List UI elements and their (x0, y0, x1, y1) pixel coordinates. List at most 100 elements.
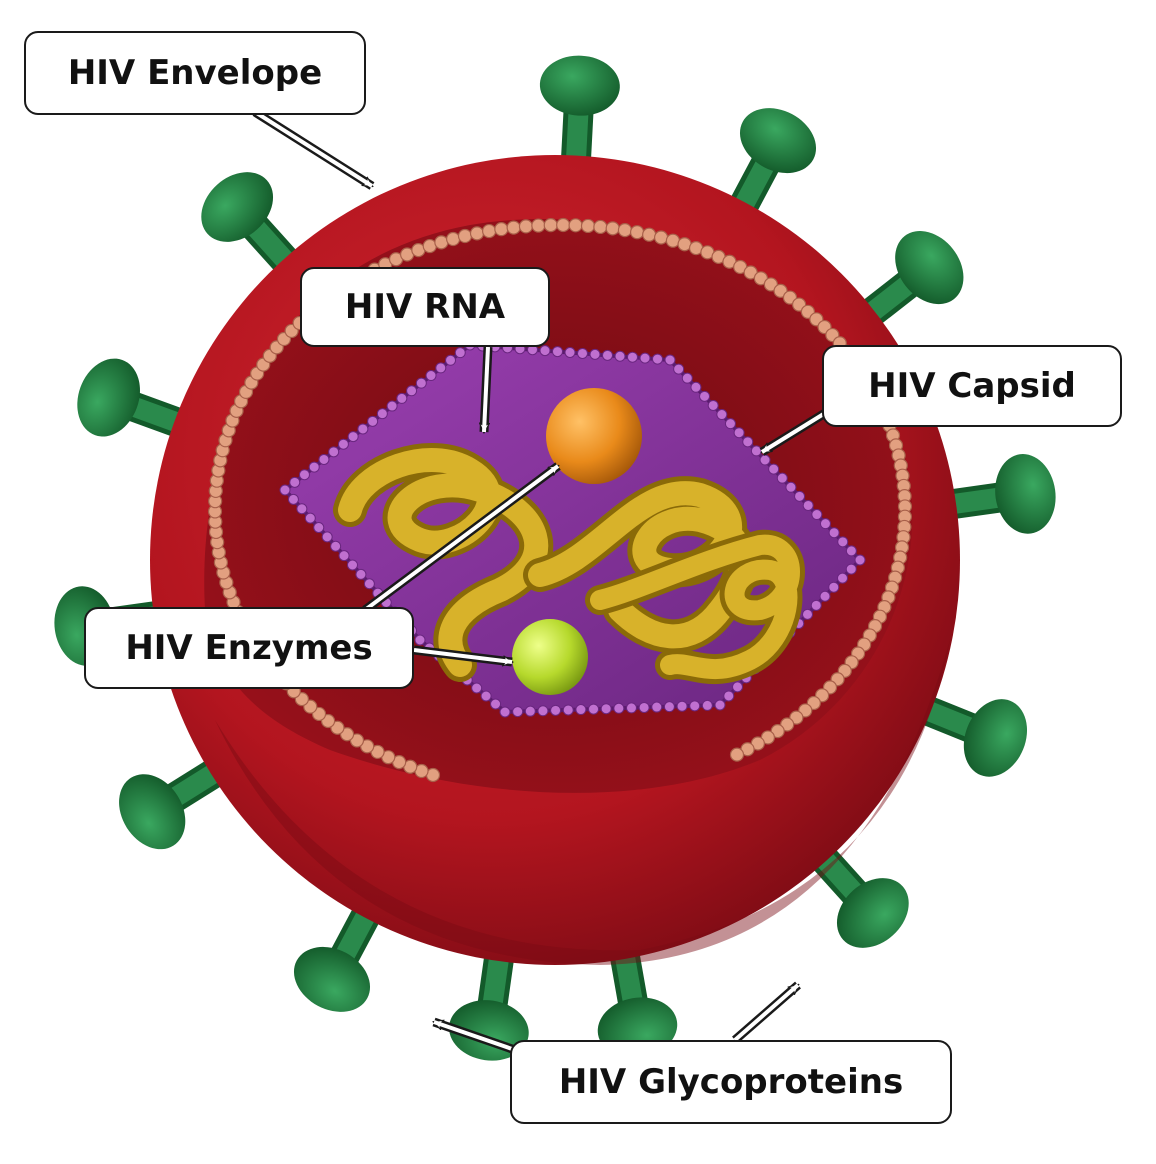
capsid-bead (425, 370, 437, 382)
capsid-bead (716, 409, 728, 421)
capsid-bead (733, 427, 745, 439)
lipid-bead (531, 218, 546, 233)
capsid-bead (338, 550, 350, 562)
lipid-bead (434, 235, 449, 250)
lipid-bead (482, 223, 497, 239)
capsid-bead (296, 503, 308, 515)
capsid-bead (714, 699, 726, 711)
label-hiv-glycoproteins: HIV Glycoproteins (510, 1040, 952, 1124)
capsid-bead (750, 445, 762, 457)
capsid-bead (376, 408, 388, 420)
capsid-bead (445, 354, 457, 366)
capsid-bead (347, 559, 358, 571)
lipid-bead (605, 221, 620, 236)
capsid-bead (676, 700, 688, 712)
capsid-bead (627, 351, 638, 363)
capsid-bead (811, 509, 823, 521)
capsid-bead (600, 703, 612, 715)
glycoprotein-spike (720, 108, 817, 236)
capsid-bead (625, 702, 637, 714)
capsid-bead (663, 701, 675, 713)
lipid-bead (729, 747, 745, 762)
lipid-bead (568, 218, 583, 233)
capsid-bead (819, 590, 831, 602)
capsid-bead (490, 698, 502, 710)
capsid-bead (386, 400, 398, 412)
capsid-bead (363, 578, 375, 590)
capsid-bead (759, 454, 771, 466)
capsid-bead (337, 438, 349, 450)
capsid-bead (828, 581, 840, 593)
capsid-bead (415, 377, 427, 389)
capsid-bead (552, 346, 563, 358)
capsid-bead (550, 704, 562, 716)
capsid-bead (776, 472, 788, 484)
enzyme-green (512, 619, 588, 695)
enzyme-orange (546, 388, 642, 484)
lipid-bead (506, 220, 521, 235)
capsid-bead (562, 704, 574, 716)
capsid-bead (690, 381, 702, 393)
capsid-bead (564, 347, 576, 358)
capsid-bead (837, 572, 848, 584)
capsid-bead (454, 347, 466, 359)
capsid-bead (524, 705, 536, 717)
capsid-bead (588, 703, 600, 715)
capsid-bead (602, 349, 613, 361)
lipid-bead (339, 727, 355, 742)
capsid-bead (699, 390, 711, 402)
capsid-bead (689, 700, 701, 712)
glycoprotein-spike (843, 231, 964, 338)
capsid-bead (794, 490, 806, 502)
lipid-bead (518, 219, 534, 234)
capsid-bead (328, 446, 340, 458)
capsid-bead (435, 362, 447, 374)
lipid-bead (763, 277, 778, 292)
lipid-bead (556, 217, 571, 233)
capsid-bead (321, 531, 333, 543)
capsid-bead (652, 353, 663, 365)
capsid-bead (304, 512, 316, 524)
glycoprotein-spike (201, 172, 313, 289)
capsid-bead (828, 527, 840, 539)
capsid-bead (577, 347, 588, 359)
lipid-bead (457, 228, 473, 244)
capsid-bead (614, 350, 626, 362)
capsid-bead (414, 634, 426, 646)
capsid-bead (367, 415, 379, 427)
capsid-bead (512, 706, 524, 718)
capsid-bead (279, 484, 291, 496)
lipid-bead (494, 222, 509, 237)
lipid-bead (653, 230, 669, 245)
capsid-bead (732, 681, 743, 693)
label-arrows (252, 108, 833, 1055)
capsid-bead (287, 493, 299, 505)
capsid-bead (723, 690, 735, 702)
capsid-bead (318, 453, 330, 465)
label-hiv-enzymes: HIV Enzymes (84, 607, 414, 689)
capsid-bead (673, 363, 685, 375)
capsid-bead (638, 701, 650, 713)
glycoprotein-spike (797, 831, 909, 948)
capsid-bead (819, 518, 831, 530)
capsid-bead (289, 476, 301, 488)
capsid-bead (357, 423, 369, 435)
capsid-bead (406, 385, 418, 397)
capsid-bead (575, 704, 587, 716)
capsid-bead (499, 706, 511, 718)
label-hiv-rna: HIV RNA (300, 267, 550, 347)
capsid-bead (589, 348, 601, 360)
capsid-bead (539, 345, 551, 357)
capsid-bead (785, 481, 797, 493)
glycoprotein-spike (293, 884, 390, 1012)
lipid-bead (543, 218, 558, 233)
lipid-bead (446, 231, 461, 247)
lipid-bilayer-beads (207, 217, 913, 783)
capsid-bead (537, 705, 549, 717)
label-hiv-capsid: HIV Capsid (822, 345, 1122, 427)
capsid-bead (639, 352, 651, 364)
capsid-bead (313, 522, 325, 533)
lipid-bead (593, 219, 608, 235)
lipid-bead (629, 225, 645, 240)
